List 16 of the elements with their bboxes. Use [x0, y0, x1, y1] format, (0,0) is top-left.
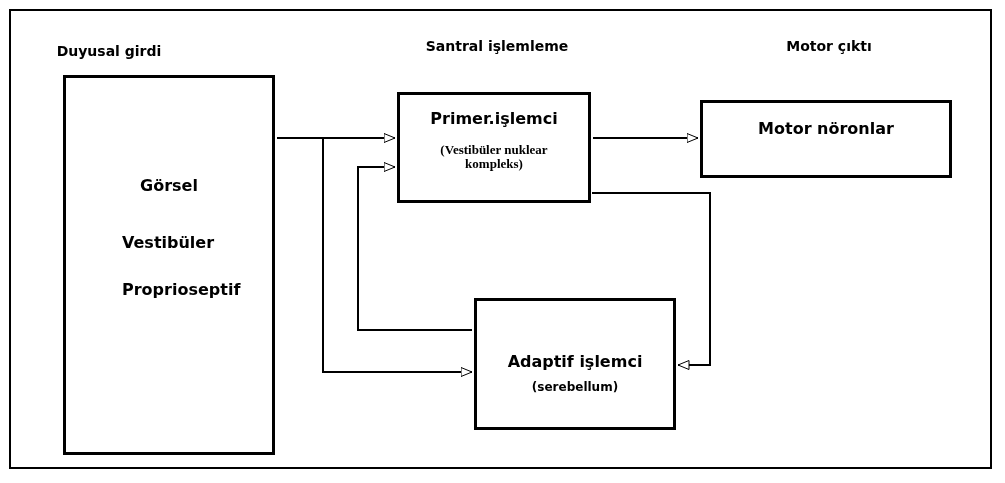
- box-subtitle: (serebellum): [530, 380, 620, 394]
- arrow: [357, 162, 473, 331]
- box-title: Motor nöronlar: [757, 119, 895, 138]
- arrow: [592, 133, 699, 143]
- box-title: Adaptif işlemci: [506, 352, 644, 371]
- box-title: Primer.işlemci: [429, 109, 559, 128]
- process-box: [474, 298, 676, 430]
- input-label: Proprioseptif: [122, 280, 241, 299]
- input-label: Vestibüler: [122, 233, 215, 252]
- input-label: Görsel: [140, 176, 198, 195]
- column-heading: Santral işlemleme: [424, 38, 570, 54]
- arrow: [591, 192, 711, 370]
- column-heading: Duyusal girdi: [55, 43, 163, 59]
- column-heading: Motor çıktı: [785, 38, 873, 54]
- arrow: [276, 137, 473, 377]
- box-subtitle: (Vestibüler nuklear kompleks): [439, 143, 549, 172]
